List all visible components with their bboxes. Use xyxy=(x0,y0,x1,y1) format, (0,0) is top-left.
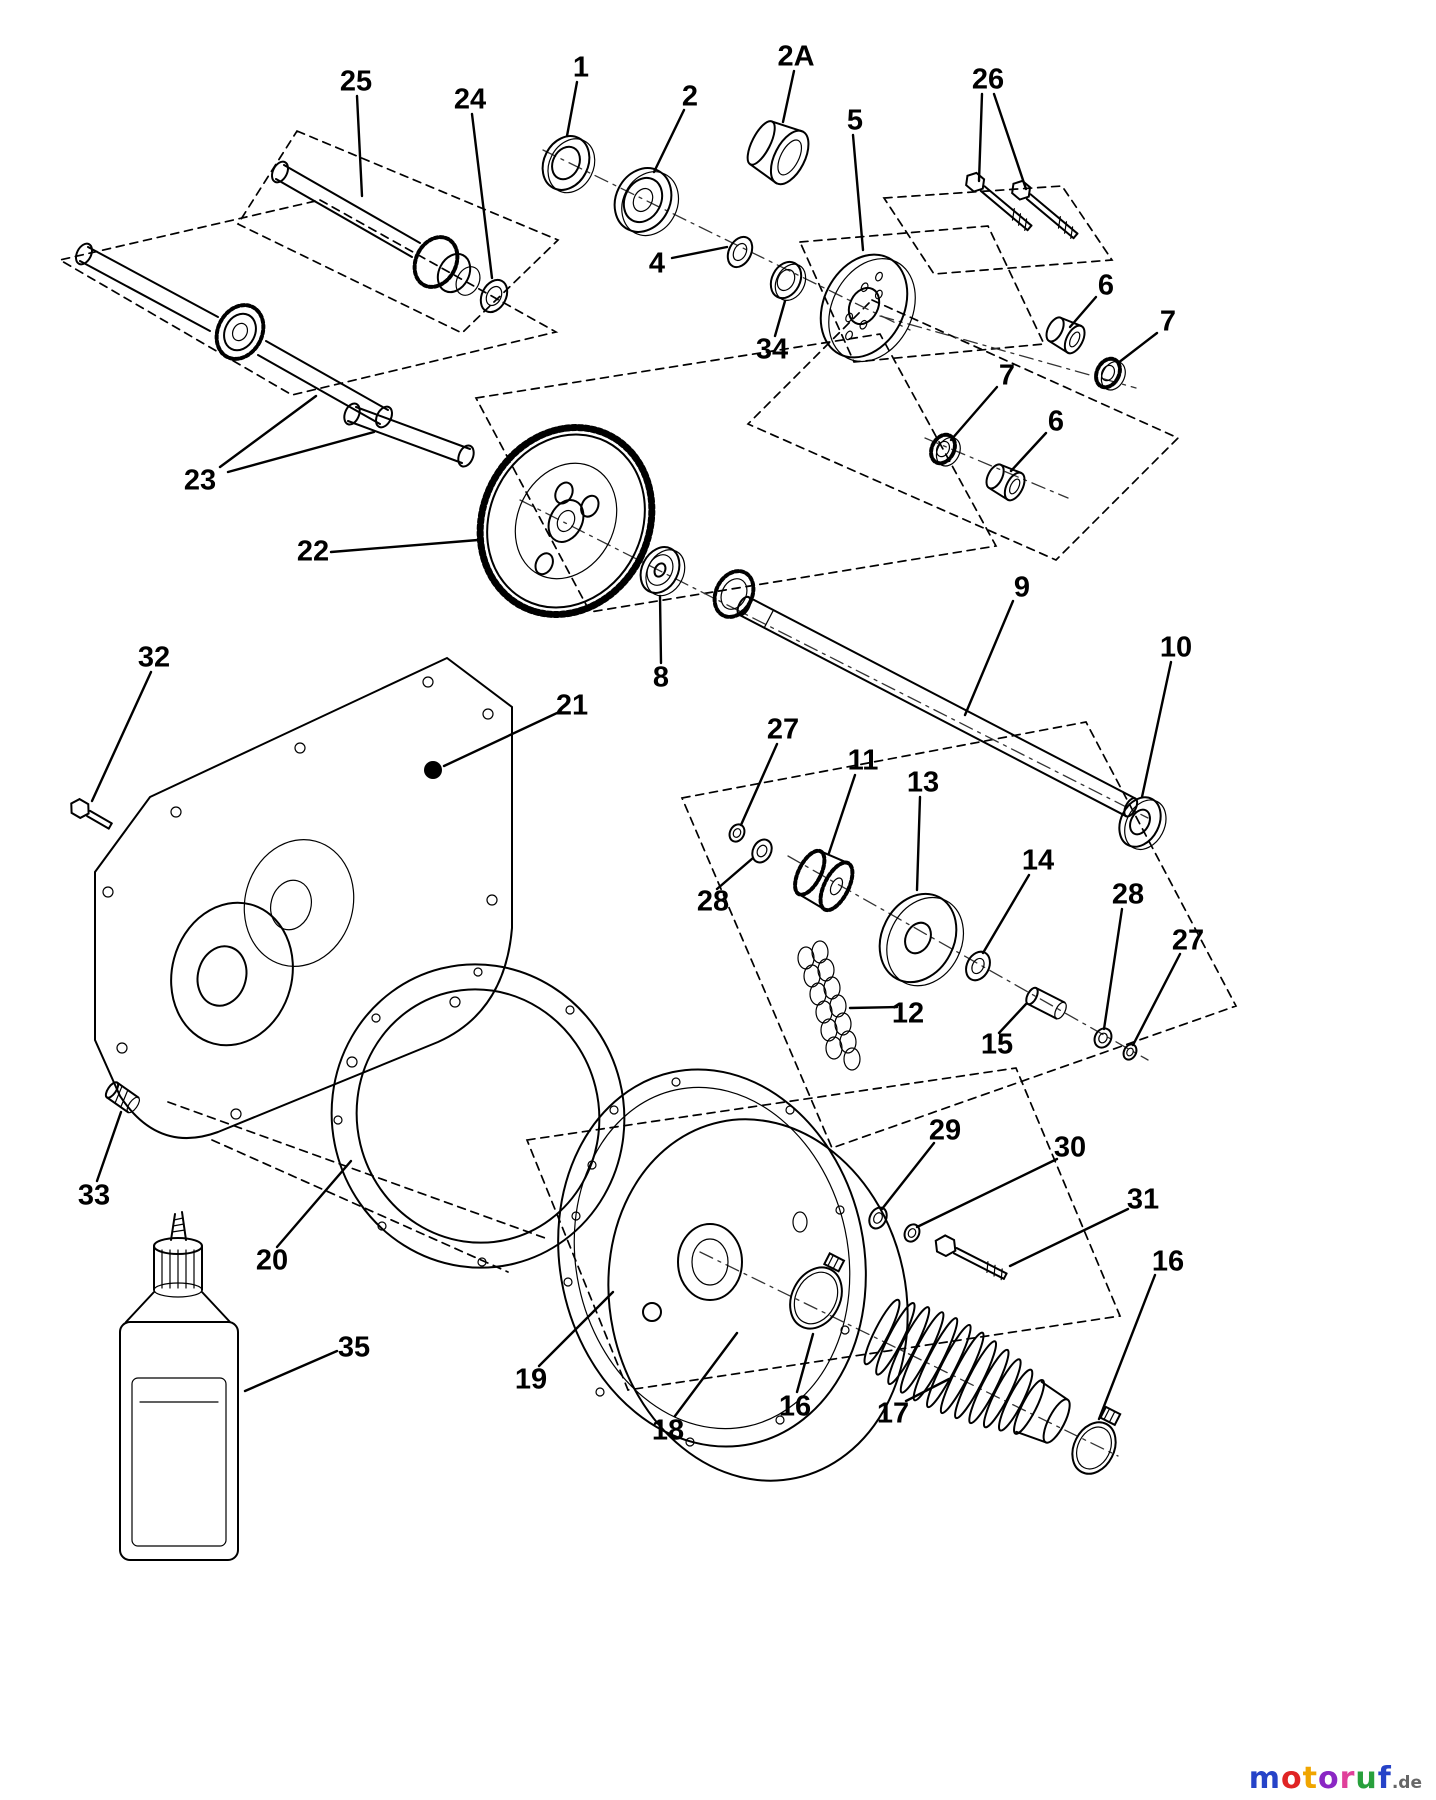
part-label-21: 21 xyxy=(555,689,589,722)
part-label-7-lower: 7 xyxy=(998,359,1016,392)
part-label-2a: 2A xyxy=(777,40,815,73)
bellows-and-clamps xyxy=(789,1252,1122,1475)
part-label-20: 20 xyxy=(255,1244,289,1277)
part-label-7-upper: 7 xyxy=(1159,305,1177,338)
part-label-27-left: 27 xyxy=(766,713,800,746)
part-label-16-right: 16 xyxy=(1151,1245,1185,1278)
part-label-35: 35 xyxy=(337,1331,371,1364)
part-label-19: 19 xyxy=(514,1363,548,1396)
oil-bottle-35 xyxy=(119,1211,239,1561)
main-gear-and-output-shaft xyxy=(476,424,1167,851)
part-label-11: 11 xyxy=(847,744,879,777)
part-label-34: 34 xyxy=(755,333,789,366)
part-label-5: 5 xyxy=(846,104,864,137)
callout-dot-21 xyxy=(424,761,442,779)
part-label-10: 10 xyxy=(1159,631,1193,664)
watermark-tld: .de xyxy=(1391,1773,1422,1793)
watermark-word: motoruf xyxy=(1248,1761,1392,1796)
part-label-8: 8 xyxy=(652,661,670,694)
part-label-4: 4 xyxy=(648,247,666,280)
part-label-16-bottom: 16 xyxy=(778,1390,812,1423)
part-label-32: 32 xyxy=(137,641,171,674)
part-label-13: 13 xyxy=(906,766,940,799)
part-label-27-right: 27 xyxy=(1171,924,1205,957)
part-label-30: 30 xyxy=(1053,1131,1087,1164)
chaincase-housing xyxy=(557,1068,1008,1482)
part-label-25: 25 xyxy=(339,65,373,98)
part-label-22: 22 xyxy=(296,535,330,568)
part-label-14: 14 xyxy=(1021,844,1055,877)
side-plate-21 xyxy=(70,656,513,1139)
part-label-31: 31 xyxy=(1126,1183,1160,1216)
bearing-and-hub-parts xyxy=(541,120,916,363)
part-label-1: 1 xyxy=(572,51,590,84)
leader-lines xyxy=(90,69,1182,1421)
part-label-24: 24 xyxy=(453,83,487,116)
watermark-motoruf: motoruf.de xyxy=(1249,1761,1422,1796)
part-label-9: 9 xyxy=(1013,571,1031,604)
part-label-23: 23 xyxy=(183,464,217,497)
part-label-12: 12 xyxy=(891,997,925,1030)
idler-gear-chain-group xyxy=(728,823,1138,1071)
part-label-18: 18 xyxy=(651,1414,685,1447)
chain-12 xyxy=(797,940,861,1071)
bolt-31 xyxy=(934,1234,1008,1281)
part-label-26: 26 xyxy=(971,63,1005,96)
part-label-15: 15 xyxy=(980,1028,1014,1061)
part-label-28-left: 28 xyxy=(696,885,730,918)
fasteners-top-right xyxy=(929,171,1126,502)
part-label-17: 17 xyxy=(876,1397,910,1430)
part-label-28-right: 28 xyxy=(1111,878,1145,911)
bolt-32 xyxy=(70,797,113,830)
part-label-33: 33 xyxy=(77,1179,111,1212)
gasket-20 xyxy=(330,963,626,1269)
part-label-6-upper: 6 xyxy=(1097,269,1115,302)
part-label-2: 2 xyxy=(681,80,699,113)
stud-33 xyxy=(104,1081,141,1114)
input-shafts-and-gears xyxy=(75,160,509,468)
dashed-plate-outlines xyxy=(57,129,1238,1391)
part-label-29: 29 xyxy=(928,1114,962,1147)
part-label-6-lower: 6 xyxy=(1047,405,1065,438)
